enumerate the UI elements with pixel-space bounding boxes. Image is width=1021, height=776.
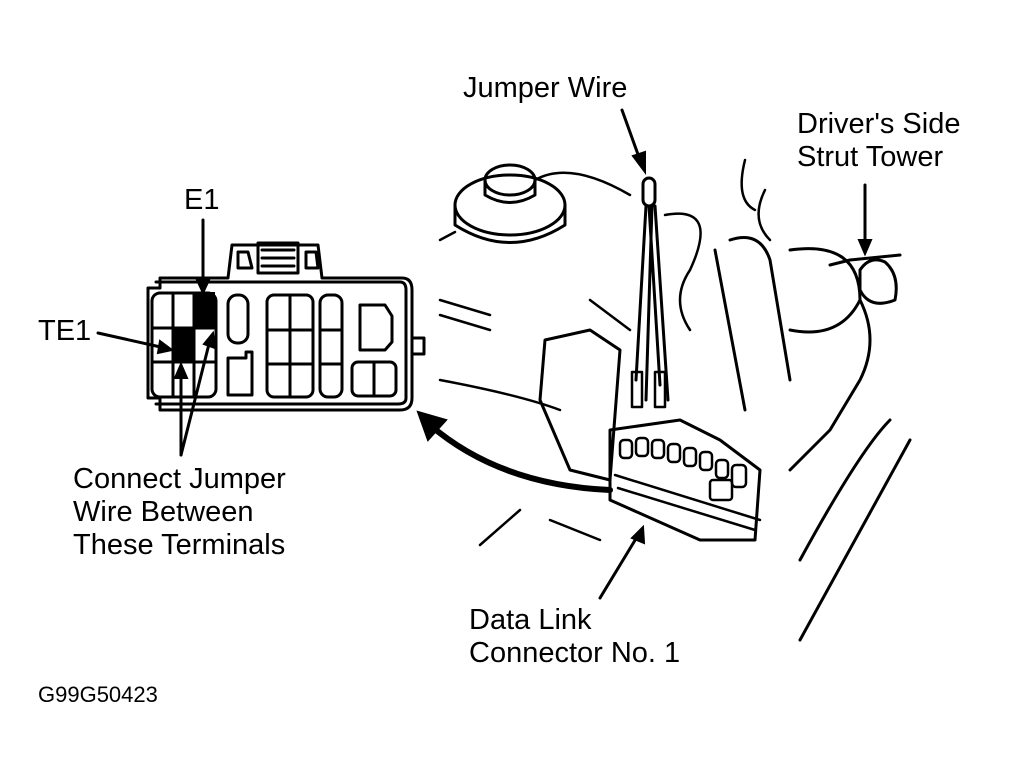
label-connect-line2: Wire Between	[73, 496, 254, 528]
label-connect-line3: These Terminals	[73, 529, 286, 561]
terminal-te1	[172, 327, 195, 363]
label-strut-tower-line1: Driver's Side	[797, 108, 961, 140]
label-dlc-line2: Connector No. 1	[469, 637, 681, 669]
terminal-e1	[193, 292, 215, 329]
label-jumper-wire: Jumper Wire	[463, 72, 628, 104]
label-te1: TE1	[38, 315, 92, 347]
label-connect-line1: Connect Jumper	[73, 463, 286, 495]
label-e1: E1	[184, 184, 220, 216]
label-dlc-line1: Data Link	[469, 604, 592, 636]
figure-id: G99G50423	[38, 682, 158, 707]
connector-closeup	[146, 241, 426, 412]
engine-bay-sketch	[438, 158, 912, 642]
label-strut-tower-line2: Strut Tower	[797, 141, 944, 173]
